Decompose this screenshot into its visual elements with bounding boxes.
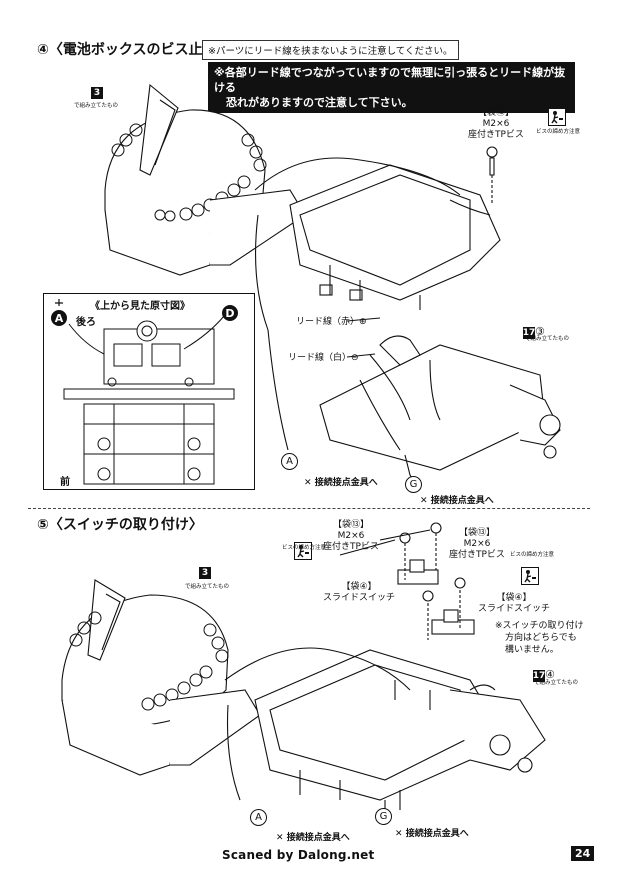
screw-size-left: M2×6 [337, 531, 365, 541]
switch-note-line-1: ※スイッチの取り付け [495, 621, 584, 631]
step4-part2-ref: 17③ [523, 320, 545, 339]
part2-number: 17 [522, 327, 536, 339]
screw-size: M2×6 [482, 119, 510, 129]
screw-type: 座付きTPビス [468, 130, 524, 140]
step5-connector-g: G [375, 808, 392, 825]
screw-type-right: 座付きTPビス [449, 550, 505, 560]
connector-a-label: 接続接点金具へ [314, 478, 378, 488]
step5-switch-left: 【袋④】 スライドスイッチ [323, 582, 395, 604]
bag-left: 【袋⑬】 [332, 520, 369, 530]
switch-name-left: スライドスイッチ [323, 593, 396, 603]
step5-part2-caption: で組み立てたもの [534, 680, 579, 686]
screw-caution-caption: ビスの締め方注意 [536, 129, 581, 135]
step5-part2-ref: 17④ [533, 663, 555, 682]
inset-front-label: 前 [60, 477, 70, 488]
inset-drawing [55, 299, 235, 485]
screw-caution-icon-right [521, 567, 539, 585]
bag-label: 【袋⑬】 [477, 108, 514, 118]
lead-wire-white: リード線（白）⊖ [288, 353, 359, 363]
step4-connector-a: A [281, 453, 298, 470]
step5-switch-note: ※スイッチの取り付け 方向はどちらでも 構いません。 [495, 620, 584, 656]
section-divider [28, 508, 590, 509]
switch-note-line-3: 構いません。 [505, 645, 559, 655]
step5-part-caption: で組み立てたもの [185, 584, 230, 590]
warning-line-1: ※各部リード線でつながっていますので無理に引っ張るとリード線が抜ける [214, 66, 566, 94]
step5-screw-spec-right: 【袋⑬】 M2×6 座付きTPビス [449, 528, 505, 561]
screw-caution-icon-left [294, 542, 312, 560]
step4-warning: ※各部リード線でつながっていますので無理に引っ張るとリード線が抜ける 恐れがあり… [208, 62, 575, 113]
inset-back-label: 後ろ [76, 317, 96, 328]
step4-part2-caption: で組み立てたもの [525, 336, 570, 342]
switch-bag-right: 【袋④】 [496, 593, 532, 603]
step4-part-caption: で組み立てたもの [74, 103, 119, 109]
inset-title: 《上から見た原寸図》 [90, 301, 190, 312]
cross-mark-icon: ✕ [420, 496, 431, 506]
step4-inset-diagram [43, 293, 255, 490]
cross-mark-icon: ✕ [276, 833, 287, 843]
cross-mark-icon: ✕ [395, 829, 406, 839]
switch-name-right: スライドスイッチ [478, 604, 551, 614]
part2-substep: ④ [545, 668, 555, 681]
footer-credit: Scaned by Dalong.net [222, 848, 375, 862]
bag-right: 【袋⑬】 [458, 528, 495, 538]
step4-title: ④〈電池ボックスのビス止め〉 [37, 42, 231, 58]
page-number: 24 [571, 846, 595, 861]
screw-caution-icon [548, 108, 566, 126]
screw-caution-caption-right: ビスの締め方注意 [510, 552, 555, 558]
step4-connector-g: G [405, 476, 422, 493]
step4-note: ※パーツにリード線を挟まないように注意してください。 [202, 40, 459, 60]
switch-note-line-2: 方向はどちらでも [505, 633, 577, 643]
inset-marker-d: D [222, 305, 238, 321]
screw-caution-caption-left: ビスの締め方注意 [282, 545, 327, 551]
inset-marker-a: A [51, 310, 67, 326]
step4-part-ref: 3 [91, 87, 103, 99]
step5-switch-right: 【袋④】 スライドスイッチ [478, 593, 550, 615]
step5-screw-spec-left: 【袋⑬】 M2×6 座付きTPビス [323, 520, 379, 553]
step4-screw-spec: 【袋⑬】 M2×6 座付きTPビス [468, 108, 524, 141]
step4-connector-a-text: ✕ 接続接点金具へ [304, 475, 378, 488]
lead-wire-red: リード線（赤）⊕ [296, 317, 367, 327]
step5-part-ref: 3 [199, 567, 211, 579]
warning-line-2: 恐れがありますので注意して下さい。 [226, 96, 413, 109]
screw-type-left: 座付きTPビス [323, 542, 379, 552]
connector-a-label: 接続接点金具へ [286, 833, 350, 843]
connector-g-label: 接続接点金具へ [430, 496, 494, 506]
step5-connector-a-text: ✕ 接続接点金具へ [276, 830, 350, 843]
step5-title: ⑤〈スイッチの取り付け〉 [37, 517, 203, 533]
cross-mark-icon: ✕ [304, 478, 315, 488]
screw-size-right: M2×6 [463, 539, 491, 549]
part2-substep: ③ [535, 325, 545, 338]
step5-connector-a: A [250, 809, 267, 826]
switch-bag-left: 【袋④】 [341, 582, 377, 592]
connector-g-label: 接続接点金具へ [405, 829, 469, 839]
step4-connector-g-text: ✕ 接続接点金具へ [420, 493, 494, 506]
step5-connector-g-text: ✕ 接続接点金具へ [395, 826, 469, 839]
part2-number: 17 [532, 670, 546, 682]
